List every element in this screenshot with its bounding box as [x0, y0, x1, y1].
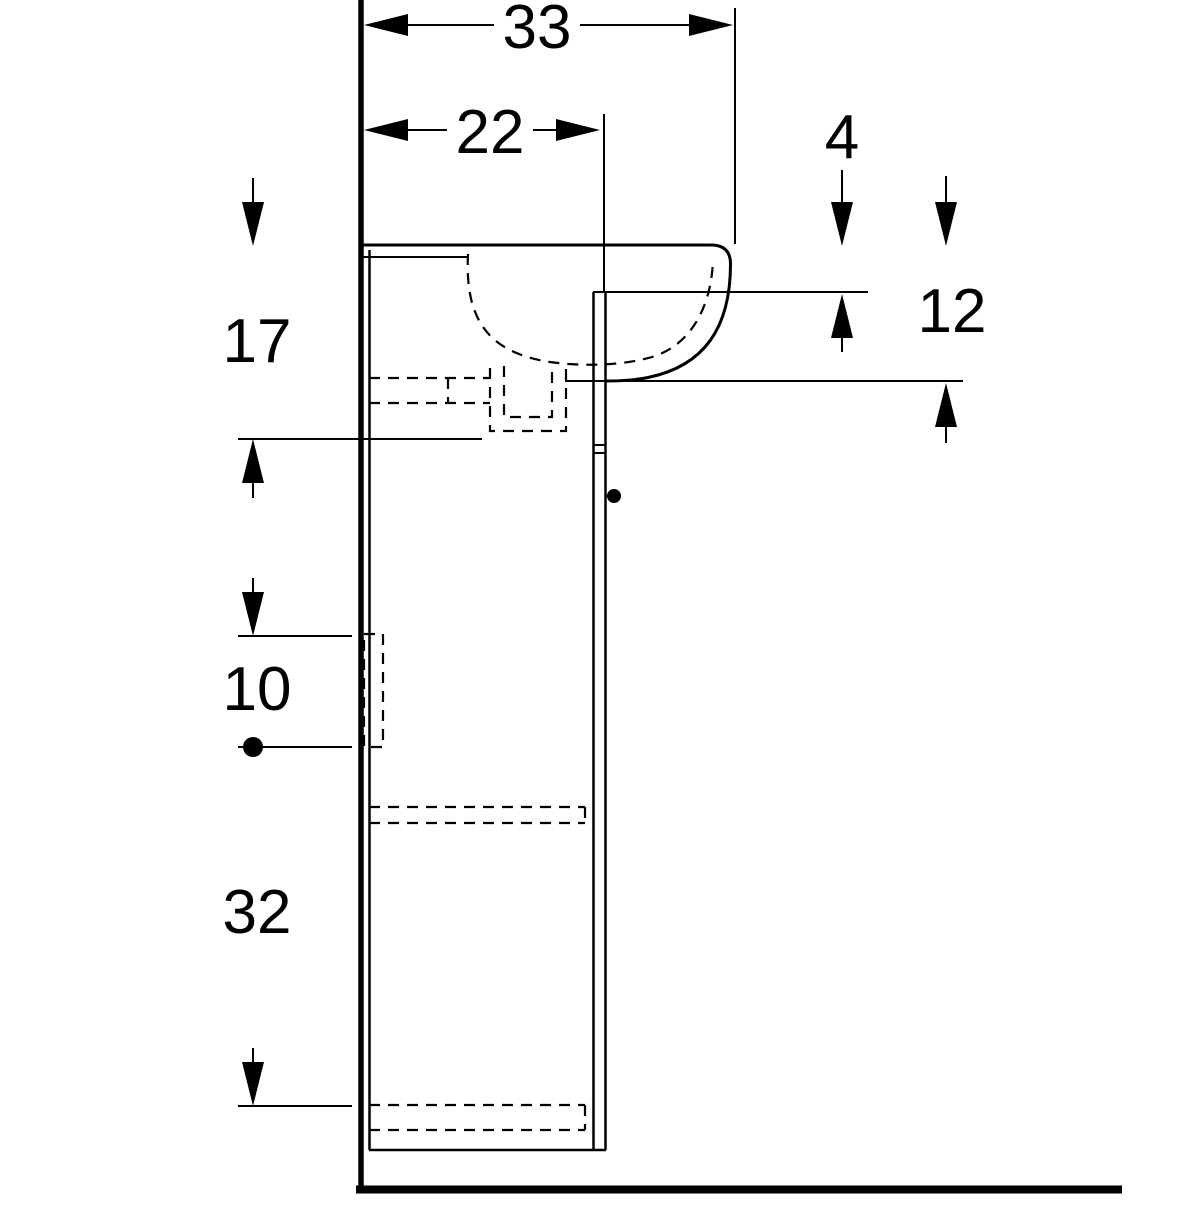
- dimension-label-12: 12: [918, 277, 987, 346]
- dimension-lower-cabinet: 32: [223, 878, 352, 1107]
- door-hinge: [605, 489, 621, 503]
- dimension-basin-height: 12: [918, 176, 987, 443]
- arrowhead-right: [556, 119, 600, 141]
- dimension-label-32: 32: [223, 878, 292, 947]
- arrowhead-left: [364, 119, 408, 141]
- cabinet-body: [368, 250, 607, 1152]
- cabinet-shelf-dashed: [369, 805, 587, 825]
- wall-connection-zone-dashed: [362, 632, 385, 749]
- washbasin-outline: [363, 243, 963, 383]
- dimension-overall-depth: 33: [364, 0, 736, 244]
- arrowhead-down: [935, 202, 957, 246]
- siphon-trap-dashed: [488, 366, 568, 433]
- dimension-connection-zone: 10: [223, 578, 352, 757]
- arrowhead-down: [831, 202, 853, 246]
- arrowhead-left: [364, 14, 408, 36]
- arrowhead-up: [935, 383, 957, 427]
- dimension-basin-zone: 17: [223, 178, 482, 498]
- dimension-label-17: 17: [223, 307, 292, 376]
- dimension-rim-height: 4: [825, 103, 859, 352]
- dimension-label-10: 10: [223, 655, 292, 724]
- arrowhead-down: [242, 202, 264, 246]
- arrowhead-up: [831, 294, 853, 338]
- cabinet-bottom-panel-dashed: [369, 1103, 587, 1132]
- dimension-cabinet-depth: 22: [364, 98, 605, 291]
- arrowhead-right: [689, 14, 733, 36]
- drain-pipe-to-wall-dashed: [369, 376, 490, 405]
- dimension-label-33: 33: [503, 0, 572, 62]
- dimension-label-22: 22: [456, 98, 525, 167]
- dimension-label-4: 4: [825, 103, 859, 172]
- basin-inner-bowl-dashed: [466, 253, 715, 366]
- arrowhead-down: [242, 592, 264, 636]
- arrowhead-down: [242, 1062, 264, 1106]
- arrowhead-up: [242, 439, 264, 483]
